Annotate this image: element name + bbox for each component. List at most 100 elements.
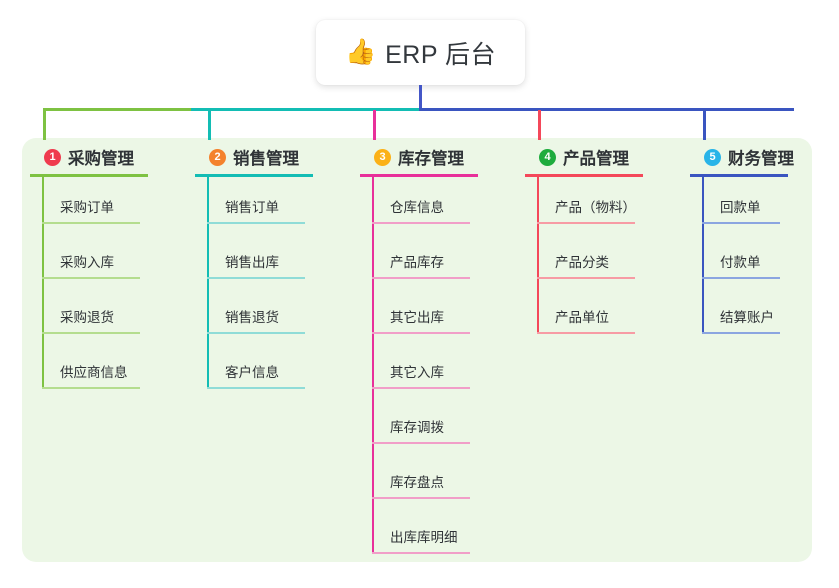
leaf-node-label: 库存调拨 (390, 420, 444, 435)
leaf-node[interactable]: 供应商信息 (30, 342, 180, 397)
column-header-1[interactable]: 1 采购管理 (30, 146, 180, 168)
root-node[interactable]: 👍 ERP 后台 (316, 20, 525, 85)
leaf-node[interactable]: 产品单位 (525, 287, 675, 342)
column-title-4: 产品管理 (563, 150, 629, 168)
leaf-node-rule (372, 552, 470, 554)
column-2: 2 销售管理销售订单销售出库销售退货客户信息 (195, 146, 345, 397)
column-header-3[interactable]: 3 库存管理 (360, 146, 510, 168)
bus-segment-3 (419, 108, 794, 111)
leaf-node[interactable]: 销售订单 (195, 177, 345, 232)
column-spine-5 (702, 177, 704, 334)
column-header-4[interactable]: 4 产品管理 (525, 146, 675, 168)
leaf-node-label: 销售出库 (225, 255, 279, 270)
column-items-1: 采购订单采购入库采购退货供应商信息 (30, 177, 180, 397)
root-stem-connector (419, 85, 422, 110)
leaf-node-rule (207, 222, 305, 224)
leaf-node-rule (372, 387, 470, 389)
column-items-5: 回款单付款单结算账户 (690, 177, 820, 342)
column-1: 1 采购管理采购订单采购入库采购退货供应商信息 (30, 146, 180, 397)
column-badge-2: 2 (209, 148, 226, 166)
leaf-node[interactable]: 回款单 (690, 177, 820, 232)
column-spine-4 (537, 177, 539, 334)
leaf-node-rule (372, 497, 470, 499)
leaf-node-rule (537, 277, 635, 279)
column-header-2[interactable]: 2 销售管理 (195, 146, 345, 168)
root-title: ERP 后台 (385, 40, 497, 69)
leaf-node[interactable]: 产品库存 (360, 232, 510, 287)
column-items-3: 仓库信息产品库存其它出库其它入库库存调拨库存盘点出库库明细 (360, 177, 510, 562)
leaf-node-rule (702, 222, 780, 224)
leaf-node-rule (42, 222, 140, 224)
leaf-node-label: 产品分类 (555, 255, 609, 270)
column-spine-1 (42, 177, 44, 389)
column-rule-3 (360, 174, 478, 177)
leaf-node[interactable]: 销售出库 (195, 232, 345, 287)
leaf-node-label: 采购退货 (60, 310, 114, 325)
drop-connector-5 (703, 110, 706, 140)
leaf-node-label: 结算账户 (720, 310, 774, 325)
column-rule-1 (30, 174, 148, 177)
leaf-node-rule (702, 277, 780, 279)
leaf-node-label: 供应商信息 (60, 365, 128, 380)
leaf-node[interactable]: 采购入库 (30, 232, 180, 287)
leaf-node-rule (537, 332, 635, 334)
leaf-node-label: 客户信息 (225, 365, 279, 380)
column-spine-2 (207, 177, 209, 389)
column-4: 4 产品管理产品（物料） 产品分类产品单位 (525, 146, 675, 342)
leaf-node-rule (702, 332, 780, 334)
leaf-node[interactable]: 客户信息 (195, 342, 345, 397)
leaf-node-label: 销售退货 (225, 310, 279, 325)
column-badge-4: 4 (539, 148, 556, 166)
leaf-node[interactable]: 仓库信息 (360, 177, 510, 232)
leaf-node[interactable]: 产品分类 (525, 232, 675, 287)
leaf-node-label: 出库库明细 (390, 530, 458, 545)
leaf-node-rule (372, 332, 470, 334)
leaf-node-rule (207, 277, 305, 279)
leaf-node[interactable]: 结算账户 (690, 287, 820, 342)
leaf-node-label: 仓库信息 (390, 200, 444, 215)
column-badge-1: 1 (44, 148, 61, 166)
column-title-1: 采购管理 (68, 150, 134, 168)
column-rule-2 (195, 174, 313, 177)
leaf-node[interactable]: 付款单 (690, 232, 820, 287)
leaf-node-label: 产品（物料） (555, 200, 636, 215)
leaf-node-rule (372, 442, 470, 444)
column-rule-5 (690, 174, 788, 177)
leaf-node[interactable]: 采购退货 (30, 287, 180, 342)
leaf-node-label: 销售订单 (225, 200, 279, 215)
leaf-node-rule (207, 387, 305, 389)
leaf-node[interactable]: 出库库明细 (360, 507, 510, 562)
drop-connector-4 (538, 110, 541, 140)
leaf-node-rule (537, 222, 635, 224)
column-badge-3: 3 (374, 148, 391, 166)
column-title-3: 库存管理 (398, 150, 464, 168)
column-items-2: 销售订单销售出库销售退货客户信息 (195, 177, 345, 397)
leaf-node[interactable]: 采购订单 (30, 177, 180, 232)
drop-connector-2 (208, 110, 211, 140)
column-3: 3 库存管理仓库信息产品库存其它出库其它入库库存调拨库存盘点出库库明细 (360, 146, 510, 562)
leaf-node-label: 回款单 (720, 200, 761, 215)
leaf-node-label: 库存盘点 (390, 475, 444, 490)
leaf-node-label: 付款单 (720, 255, 761, 270)
leaf-node-rule (372, 277, 470, 279)
leaf-node[interactable]: 产品（物料） (525, 177, 675, 232)
leaf-node-rule (42, 332, 140, 334)
leaf-node-label: 采购入库 (60, 255, 114, 270)
column-title-5: 财务管理 (728, 150, 794, 168)
leaf-node[interactable]: 其它出库 (360, 287, 510, 342)
bus-segment-2 (191, 108, 419, 111)
leaf-node[interactable]: 库存盘点 (360, 452, 510, 507)
bus-segment-1 (43, 108, 191, 111)
leaf-node[interactable]: 其它入库 (360, 342, 510, 397)
leaf-node[interactable]: 销售退货 (195, 287, 345, 342)
leaf-node-rule (42, 277, 140, 279)
column-rule-4 (525, 174, 643, 177)
leaf-node-label: 其它入库 (390, 365, 444, 380)
leaf-node-rule (372, 222, 470, 224)
column-spine-3 (372, 177, 374, 554)
column-title-2: 销售管理 (233, 150, 299, 168)
leaf-node-label: 产品单位 (555, 310, 609, 325)
leaf-node[interactable]: 库存调拨 (360, 397, 510, 452)
